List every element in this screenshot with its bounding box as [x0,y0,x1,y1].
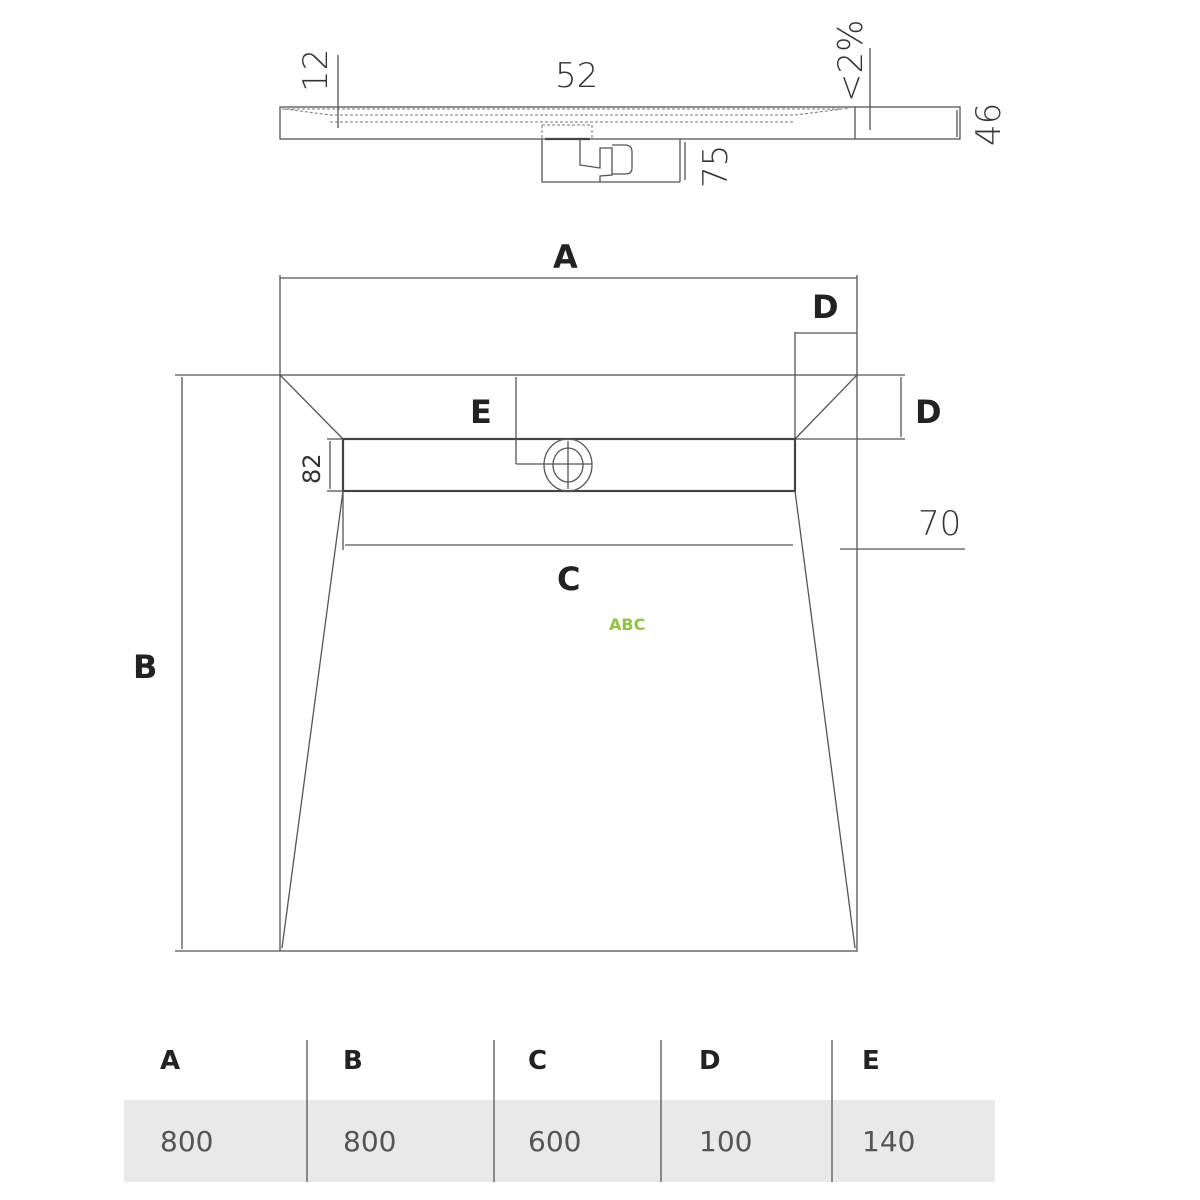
table-value-c: 600 [528,1125,581,1158]
dim-12: 12 [296,49,336,92]
label-c: C [557,560,580,598]
dim-75: 75 [696,145,736,188]
dim-46: 46 [969,103,1009,146]
table-header-a: A [160,1046,180,1076]
watermark: ABC [609,615,645,634]
dimension-table: A B C D E 800 800 600 100 140 [124,1040,995,1182]
label-d-top: D [812,288,839,326]
table-header-e: E [862,1046,880,1076]
label-b: B [133,648,157,686]
table-header-c: C [528,1046,547,1076]
table-value-b: 800 [343,1125,396,1158]
table-value-a: 800 [160,1125,213,1158]
label-e: E [470,393,492,431]
table-value-e: 140 [862,1125,915,1158]
plan-view: A D D E B C 82 70 ABC [133,238,965,952]
dim-70: 70 [918,504,961,544]
slope-label: <2% [831,20,871,102]
drain-icon [543,438,593,492]
side-view: 12 52 <2% 46 75 [279,20,1009,188]
dim-82: 82 [298,453,326,484]
table-value-d: 100 [699,1125,752,1158]
table-header-b: B [343,1046,363,1076]
table-header-d: D [699,1046,721,1076]
label-d-side: D [915,393,942,431]
label-a: A [553,238,578,276]
dim-52: 52 [555,56,598,96]
